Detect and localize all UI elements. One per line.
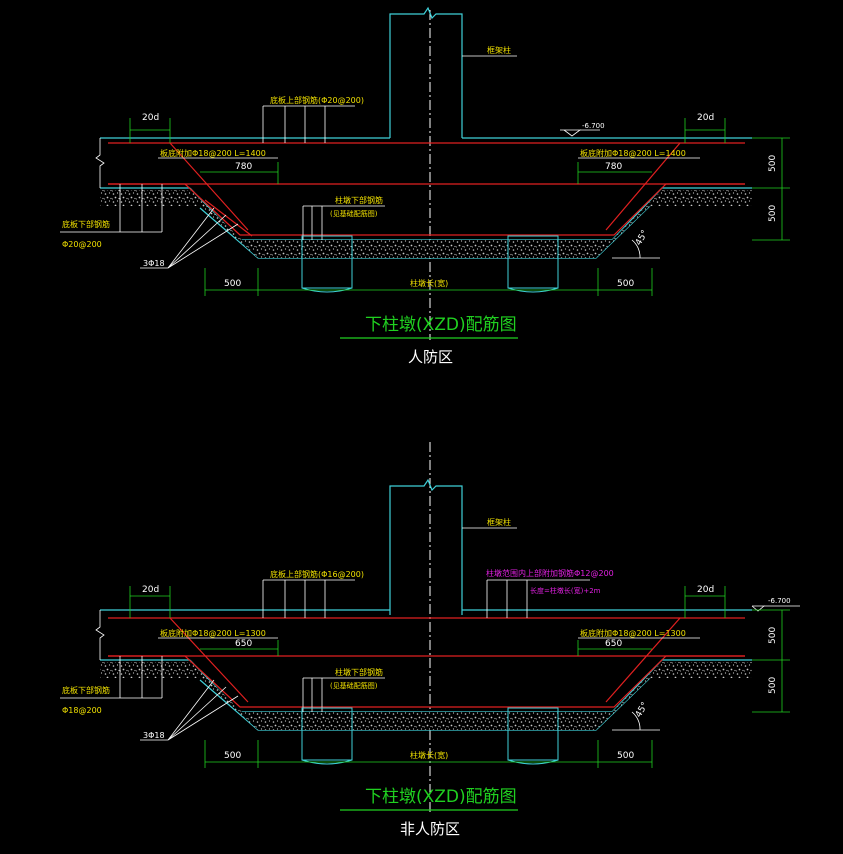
- dim-20d-right: 20d: [697, 585, 714, 595]
- dim-500-lower: 500: [768, 677, 778, 694]
- drawing-bottom: 框架柱 20d 20d: [60, 442, 800, 838]
- left-add-rebar: 板底附加Φ18@200 L=1300: [160, 628, 266, 638]
- dim-left-500: 500: [224, 751, 241, 761]
- left-add-rebar: 板底附加Φ18@200 L=1400: [160, 148, 266, 158]
- dim-left-500: 500: [224, 279, 241, 289]
- level-mark: -6.700: [768, 597, 791, 605]
- dim-20d-right: 20d: [697, 113, 714, 123]
- dim-500-upper: 500: [768, 627, 778, 644]
- right-add-rebar: 板底附加Φ18@200 L=1300: [580, 628, 686, 638]
- drawing-title: 下柱墩(XZD)配筋图: [365, 787, 517, 807]
- rebar-lines: [108, 142, 745, 237]
- bar-3phi18: 3Φ18: [143, 259, 165, 268]
- pier-bottom-note: (见基础配筋图): [330, 681, 378, 690]
- dim-right-500: 500: [617, 751, 634, 761]
- dim-mid: 柱墩长(宽): [410, 750, 448, 760]
- top-rebar-label: 底板上部钢筋(Φ16@200): [270, 569, 364, 579]
- level-mark: -6.700: [582, 122, 605, 130]
- angle-45: 45°: [634, 229, 651, 248]
- right-add-rebar: 板底附加Φ18@200 L=1400: [580, 148, 686, 158]
- drawing-subtitle: 非人防区: [400, 820, 460, 838]
- dim-20d-left: 20d: [142, 585, 159, 595]
- pier-bottom-note: (见基础配筋图): [330, 209, 378, 218]
- dim-650-right: 650: [605, 639, 622, 649]
- left-bottom-value: Φ20@200: [62, 240, 102, 249]
- rebar-lines: [108, 617, 745, 708]
- drawing-title: 下柱墩(XZD)配筋图: [365, 315, 517, 335]
- left-bottom-label: 底板下部钢筋: [62, 219, 110, 229]
- bar-3phi18: 3Φ18: [143, 731, 165, 740]
- dim-650-left: 650: [235, 639, 252, 649]
- left-bottom-label: 底板下部钢筋: [62, 685, 110, 695]
- angle-45: 45°: [634, 701, 651, 720]
- dim-500-lower: 500: [768, 205, 778, 222]
- drawing-top: 框架柱 20d: [60, 6, 790, 366]
- dim-20d-left: 20d: [142, 113, 159, 123]
- column-label: 框架柱: [487, 517, 511, 527]
- concrete-hatch: [100, 190, 752, 258]
- left-bottom-value: Φ18@200: [62, 706, 102, 715]
- dim-mid: 柱墩长(宽): [410, 278, 448, 288]
- concrete-hatch: [100, 662, 752, 730]
- dim-780-left: 780: [235, 162, 252, 172]
- dim-500-upper: 500: [768, 155, 778, 172]
- dim-780-right: 780: [605, 162, 622, 172]
- pier-bottom-label: 柱墩下部钢筋: [335, 667, 383, 677]
- column-label: 框架柱: [487, 45, 511, 55]
- pier-bottom-label: 柱墩下部钢筋: [335, 195, 383, 205]
- top-add-rebar: 柱墩范围内上部附加钢筋Φ12@200: [486, 568, 614, 578]
- top-rebar-label: 底板上部钢筋(Φ20@200): [270, 95, 364, 105]
- drawing-subtitle: 人防区: [408, 348, 453, 366]
- top-add-rebar-note: 长度=柱墩长(宽)+2m: [530, 586, 601, 595]
- column: [389, 6, 463, 138]
- column: [389, 478, 463, 615]
- dim-right-500: 500: [617, 279, 634, 289]
